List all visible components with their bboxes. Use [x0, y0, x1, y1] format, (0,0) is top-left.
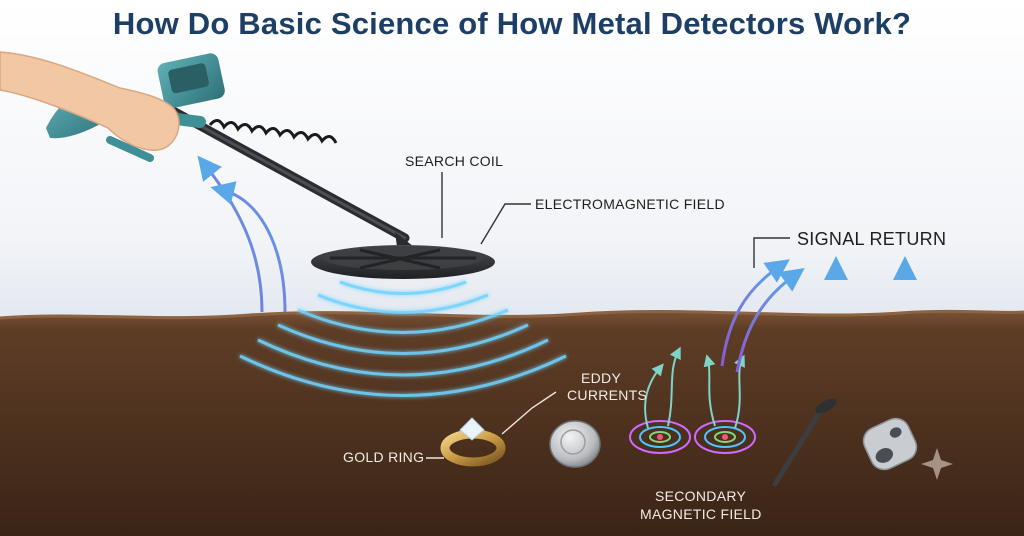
- electromagnetic-field-label: ELECTROMAGNETIC FIELD: [535, 196, 725, 212]
- secondary-magnetic-field: [629, 346, 756, 454]
- signal-return-label: SIGNAL RETURN: [797, 229, 947, 249]
- gold-ring: [440, 417, 506, 467]
- search-coil-label: SEARCH COIL: [405, 153, 504, 169]
- secondary-field-label-line2: MAGNETIC FIELD: [640, 506, 762, 522]
- nail: [772, 398, 837, 487]
- eddy-currents-label-line2: CURRENTS: [567, 387, 648, 403]
- coin: [549, 420, 601, 468]
- soil-edge: [0, 309, 1024, 320]
- pull-tab: [862, 417, 918, 471]
- signal-return-arrows: [720, 256, 917, 388]
- gold-ring-label: GOLD RING: [343, 449, 425, 465]
- electromagnetic-field-waves: [239, 280, 567, 397]
- sparkle-icon: [921, 448, 953, 480]
- leader-lines: [426, 172, 790, 459]
- sky-background: [0, 0, 1024, 320]
- soil-ground: [0, 311, 1024, 536]
- page-title: How Do Basic Science of How Metal Detect…: [112, 6, 912, 41]
- metal-detector: [0, 51, 495, 279]
- air-field-arcs: [197, 155, 287, 313]
- secondary-field-label-line1: SECONDARY: [655, 488, 747, 504]
- eddy-currents-label-line1: EDDY: [581, 370, 622, 386]
